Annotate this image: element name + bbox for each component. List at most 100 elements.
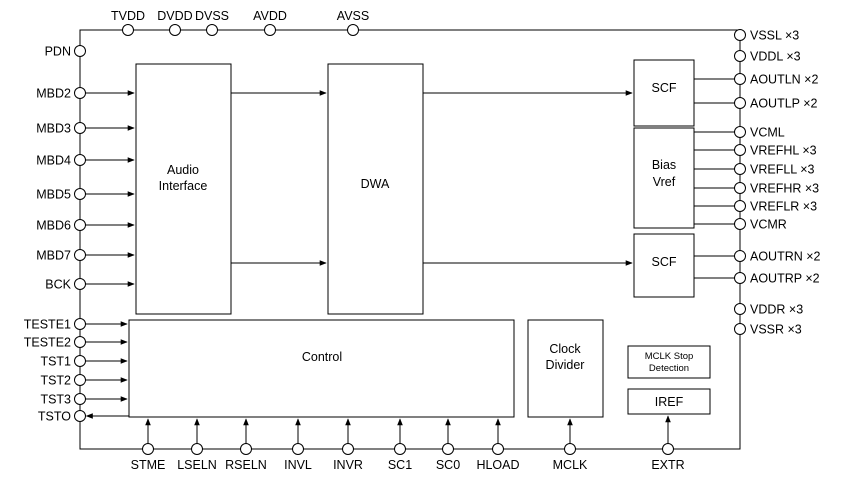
pin-vcmr bbox=[734, 218, 746, 230]
pin-label-teste2: TESTE2 bbox=[24, 336, 71, 350]
chip-outline bbox=[79, 29, 741, 450]
pin-invl bbox=[292, 443, 304, 455]
pin-vcml bbox=[734, 126, 746, 138]
mclk-stop-block bbox=[627, 345, 711, 379]
pin-vrefhl-3 bbox=[734, 144, 746, 156]
pin-label-vcml: VCML bbox=[750, 126, 785, 140]
pin-bck bbox=[74, 278, 86, 290]
pin-aoutrp-2 bbox=[734, 272, 746, 284]
bias-vref-label-1: Bias bbox=[652, 158, 676, 172]
scf-right-label: SCF bbox=[652, 255, 677, 269]
pin-mbd6 bbox=[74, 219, 86, 231]
audio-interface-label-2: Interface bbox=[159, 179, 208, 193]
pin-dvdd bbox=[169, 24, 181, 36]
pin-label-aoutlp-2: AOUTLP ×2 bbox=[750, 97, 818, 111]
pin-tst2 bbox=[74, 374, 86, 386]
pin-aoutlp-2 bbox=[734, 97, 746, 109]
pin-label-vrefhr-3: VREFHR ×3 bbox=[750, 182, 819, 196]
pin-label-vssl-3: VSSL ×3 bbox=[750, 29, 799, 43]
pin-teste2 bbox=[74, 336, 86, 348]
pin-vrefhr-3 bbox=[734, 182, 746, 194]
pin-label-mbd7: MBD7 bbox=[36, 249, 71, 263]
pin-label-mbd2: MBD2 bbox=[36, 87, 71, 101]
pin-label-aoutrn-2: AOUTRN ×2 bbox=[750, 250, 821, 264]
pin-vssr-3 bbox=[734, 323, 746, 335]
pin-label-bck: BCK bbox=[45, 278, 71, 292]
pin-invr bbox=[342, 443, 354, 455]
pin-teste1 bbox=[74, 318, 86, 330]
pin-lseln bbox=[191, 443, 203, 455]
pin-mbd7 bbox=[74, 249, 86, 261]
pin-vssl-3 bbox=[734, 29, 746, 41]
bias-vref-label-2: Vref bbox=[653, 175, 676, 189]
pin-label-sc0: SC0 bbox=[436, 458, 460, 472]
clock-divider-block bbox=[527, 319, 604, 418]
pin-tvdd bbox=[122, 24, 134, 36]
pin-label-lseln: LSELN bbox=[177, 458, 217, 472]
pin-label-sc1: SC1 bbox=[388, 458, 412, 472]
iref-block bbox=[627, 388, 711, 415]
pin-label-mclk: MCLK bbox=[553, 458, 588, 472]
pin-aoutrn-2 bbox=[734, 250, 746, 262]
control-block bbox=[128, 319, 515, 418]
pin-label-dvdd: DVDD bbox=[157, 9, 192, 23]
scf-left-label: SCF bbox=[652, 81, 677, 95]
pin-label-vddl-3: VDDL ×3 bbox=[750, 50, 801, 64]
bias-vref-block bbox=[633, 127, 695, 229]
pin-label-rseln: RSELN bbox=[225, 458, 267, 472]
dwa-block bbox=[327, 63, 424, 315]
pin-sc0 bbox=[442, 443, 454, 455]
pin-tst3 bbox=[74, 393, 86, 405]
pin-mclk bbox=[564, 443, 576, 455]
pin-avdd bbox=[264, 24, 276, 36]
pin-label-mbd5: MBD5 bbox=[36, 188, 71, 202]
pin-label-tsto: TSTO bbox=[38, 410, 71, 424]
pin-label-teste1: TESTE1 bbox=[24, 318, 71, 332]
pin-mbd5 bbox=[74, 188, 86, 200]
pin-stme bbox=[142, 443, 154, 455]
pin-label-mbd6: MBD6 bbox=[36, 219, 71, 233]
pin-label-avss: AVSS bbox=[337, 9, 369, 23]
pin-label-tst1: TST1 bbox=[40, 355, 71, 369]
pin-label-extr: EXTR bbox=[651, 458, 684, 472]
pin-label-tst2: TST2 bbox=[40, 374, 71, 388]
pin-mbd2 bbox=[74, 87, 86, 99]
pin-hload bbox=[492, 443, 504, 455]
pin-label-vddr-3: VDDR ×3 bbox=[750, 303, 803, 317]
audio-interface-label-1: Audio bbox=[167, 163, 199, 177]
pin-label-aoutln-2: AOUTLN ×2 bbox=[750, 73, 818, 87]
pin-avss bbox=[347, 24, 359, 36]
audio-interface-block bbox=[135, 63, 232, 315]
pin-label-pdn: PDN bbox=[45, 45, 71, 59]
pin-aoutln-2 bbox=[734, 73, 746, 85]
pin-rseln bbox=[240, 443, 252, 455]
pin-label-invl: INVL bbox=[284, 458, 312, 472]
pin-label-tvdd: TVDD bbox=[111, 9, 145, 23]
pin-mbd4 bbox=[74, 154, 86, 166]
pin-label-mbd3: MBD3 bbox=[36, 122, 71, 136]
pin-vddl-3 bbox=[734, 50, 746, 62]
pin-tsto bbox=[74, 410, 86, 422]
pin-vddr-3 bbox=[734, 303, 746, 315]
pin-label-vrefll-3: VREFLL ×3 bbox=[750, 163, 815, 177]
scf-left-block bbox=[633, 59, 695, 127]
control-label: Control bbox=[302, 350, 342, 364]
pin-tst1 bbox=[74, 355, 86, 367]
dwa-label: DWA bbox=[361, 177, 390, 191]
pin-label-vrefhl-3: VREFHL ×3 bbox=[750, 144, 817, 158]
pin-label-vreflr-3: VREFLR ×3 bbox=[750, 200, 817, 214]
pin-mbd3 bbox=[74, 122, 86, 134]
pin-label-vcmr: VCMR bbox=[750, 218, 787, 232]
pin-label-dvss: DVSS bbox=[195, 9, 229, 23]
pin-label-stme: STME bbox=[131, 458, 166, 472]
pin-extr bbox=[662, 443, 674, 455]
clock-divider-label-2: Divider bbox=[546, 358, 585, 372]
right-pin-group: VSSL ×3 VDDL ×3 AOUTLN ×2 AOUTLP ×2 VCML VREF… bbox=[694, 29, 821, 337]
pin-label-mbd4: MBD4 bbox=[36, 154, 71, 168]
pin-sc1 bbox=[394, 443, 406, 455]
pin-vreflr-3 bbox=[734, 200, 746, 212]
mclk-stop-label-2: Detection bbox=[649, 363, 689, 374]
